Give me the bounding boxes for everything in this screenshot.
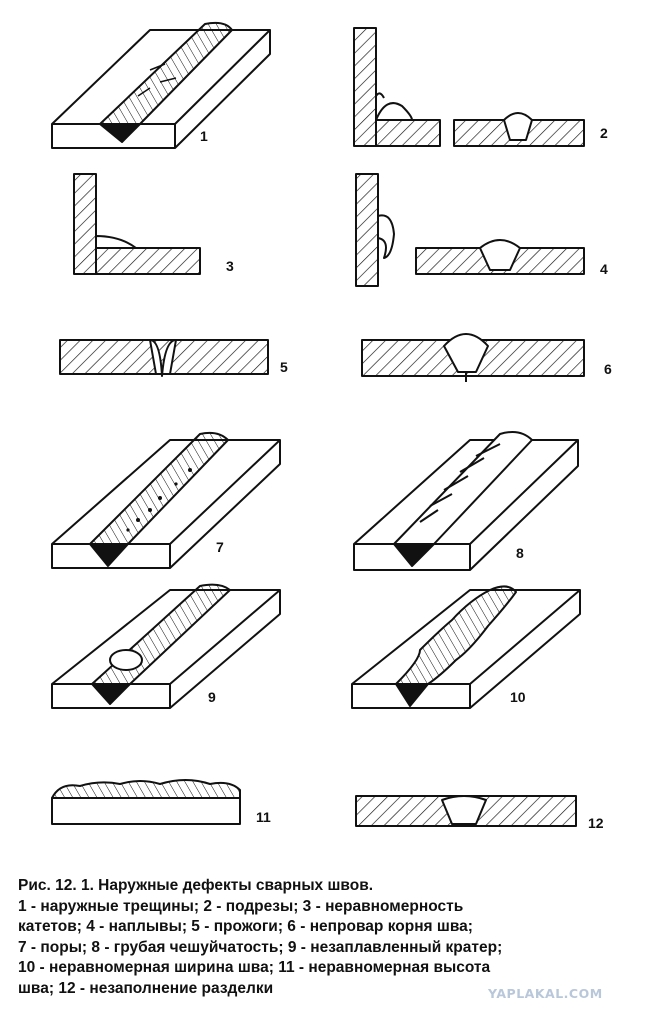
defect-12-incomplete-fill xyxy=(355,795,577,827)
caption-line: катетов; 4 - наплывы; 5 - прожоги; 6 - н… xyxy=(18,918,473,935)
caption-line: 10 - неравномерная ширина шва; 11 - нера… xyxy=(18,959,491,976)
label-1: 1 xyxy=(200,128,208,144)
defect-6-lack-of-penetration xyxy=(361,333,585,382)
label-10: 10 xyxy=(510,689,526,705)
label-2: 2 xyxy=(600,125,608,141)
defect-11-uneven-height xyxy=(51,779,241,825)
caption-title: Рис. 12. 1. Наружные дефекты сварных шво… xyxy=(18,877,374,894)
defect-7-pores xyxy=(51,431,281,569)
figure-caption: Рис. 12. 1. Наружные дефекты сварных шво… xyxy=(18,876,638,999)
caption-line: шва; 12 - незаполнение разделки xyxy=(18,979,274,997)
defect-10-uneven-width xyxy=(351,585,581,709)
weld-defects-diagram: 1 2 3 4 5 6 7 8 9 10 11 12 xyxy=(51,21,612,831)
defect-1-external-cracks xyxy=(51,21,271,149)
caption-line: 7 - поры; 8 - грубая чешуйчатость; 9 - н… xyxy=(18,938,503,956)
defect-9-unfilled-crater xyxy=(51,583,281,709)
label-3: 3 xyxy=(226,258,234,274)
label-5: 5 xyxy=(280,359,288,375)
label-7: 7 xyxy=(216,539,224,555)
label-11: 11 xyxy=(256,809,271,825)
label-6: 6 xyxy=(604,361,612,377)
label-8: 8 xyxy=(516,545,524,561)
defect-3-uneven-legs xyxy=(73,173,201,275)
caption-line: 1 - наружные трещины; 2 - подрезы; 3 - н… xyxy=(18,897,464,915)
label-4: 4 xyxy=(600,261,608,277)
defect-5-burn-through xyxy=(59,339,269,377)
watermark: YAPLAKAL.COM xyxy=(488,986,603,1001)
defect-2-undercuts xyxy=(353,27,585,147)
label-12: 12 xyxy=(588,815,604,831)
label-9: 9 xyxy=(208,689,216,705)
defect-8-rough-ripples xyxy=(353,431,579,571)
defect-4-overlaps xyxy=(355,173,585,287)
